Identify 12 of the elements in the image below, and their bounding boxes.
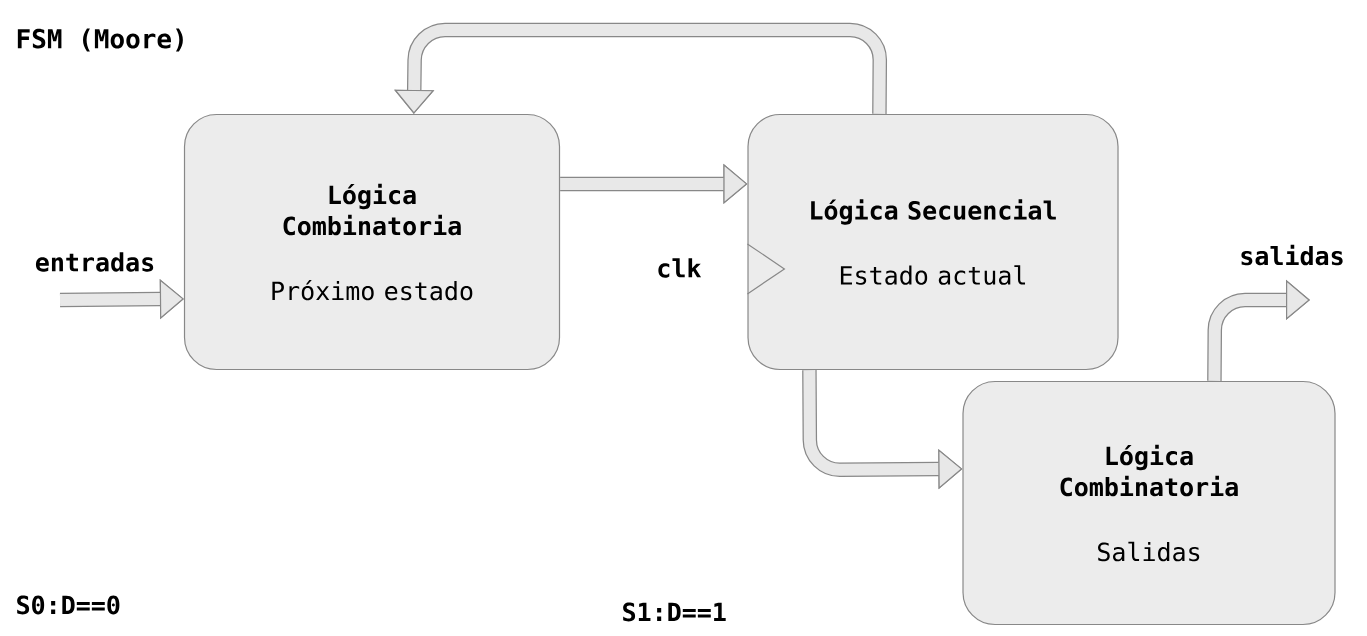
logic-block: Lógica Combinatoria Salidas (962, 380, 1336, 626)
text-label: clk (658, 258, 702, 278)
block-arrow (1207, 279, 1310, 381)
edge-label: entradas (35, 252, 154, 272)
logic-block: Lógica Combinatoria Próximo estado (183, 113, 561, 371)
title: FSM (Moore) (17, 28, 183, 52)
text-label: S0:D==0 (17, 595, 120, 615)
block-arrow (394, 22, 888, 114)
text-label: S1:D==1 (623, 602, 726, 622)
edge-label: salidas (1241, 244, 1343, 266)
block-arrow (560, 163, 748, 204)
logic-block: Lógica Secuencial Estado actual (747, 113, 1119, 371)
